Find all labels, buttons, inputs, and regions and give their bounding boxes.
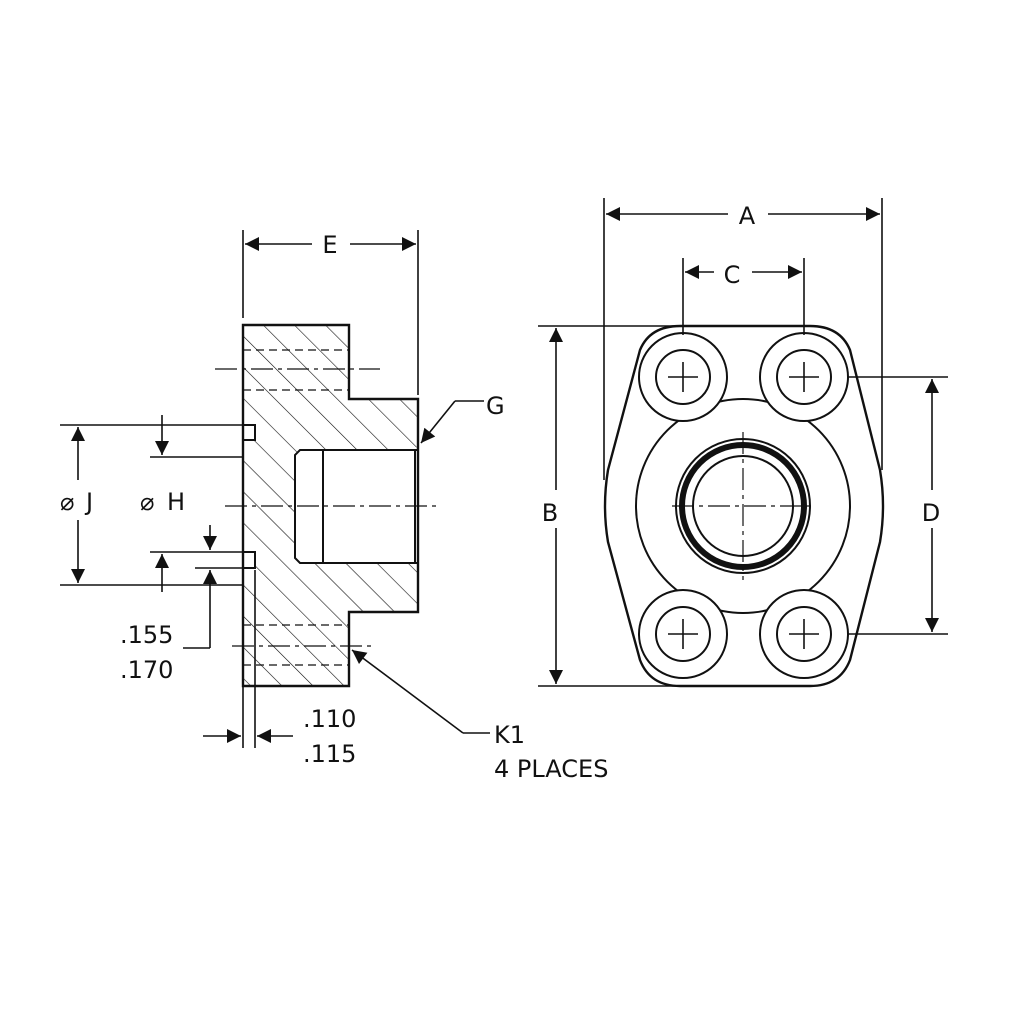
bolt-hole-top-right [759, 332, 849, 422]
bolt-hole-hidden-lines [215, 349, 380, 666]
dimension-h: ⌀ H [140, 415, 243, 592]
label-170: .170 [120, 656, 173, 684]
label-h: H [167, 488, 185, 516]
boss-circle [635, 398, 851, 614]
label-k1: K1 [494, 721, 525, 749]
dimension-a: A [603, 198, 883, 480]
bolt-hole-top-left [638, 332, 728, 422]
label-110: .110 [303, 705, 356, 733]
label-155: .155 [120, 621, 173, 649]
oring-groove [243, 424, 256, 569]
diameter-symbol-j: ⌀ [60, 488, 74, 516]
dimension-e: E [242, 230, 419, 395]
label-j: J [84, 488, 93, 516]
dimension-c: C [682, 258, 805, 335]
section-hatched-body [243, 325, 418, 686]
bolt-hole-bottom-left [638, 589, 728, 679]
dimension-j: ⌀ J [60, 424, 243, 586]
leader-k1: K1 4 PLACES [351, 649, 608, 783]
dimension-b: B [538, 325, 680, 687]
diameter-symbol-h: ⌀ [140, 488, 154, 516]
label-g: G [486, 392, 505, 420]
dimension-groove-width: .110 .115 [203, 570, 356, 768]
flange-outline [603, 324, 885, 688]
label-a: A [739, 202, 756, 230]
label-k1-note: 4 PLACES [494, 755, 608, 783]
label-115: .115 [303, 740, 356, 768]
bolt-hole-bottom-right [759, 589, 849, 679]
dimension-d: D [848, 376, 948, 635]
label-b: B [542, 499, 558, 527]
front-view: A C B D [538, 198, 948, 688]
label-d: D [922, 499, 940, 527]
section-view: E G ⌀ J ⌀ H [60, 230, 608, 783]
label-c: C [724, 261, 741, 289]
dimension-groove-depth: .155 .170 [120, 525, 243, 684]
label-e: E [322, 231, 337, 259]
leader-g: G [420, 392, 505, 444]
